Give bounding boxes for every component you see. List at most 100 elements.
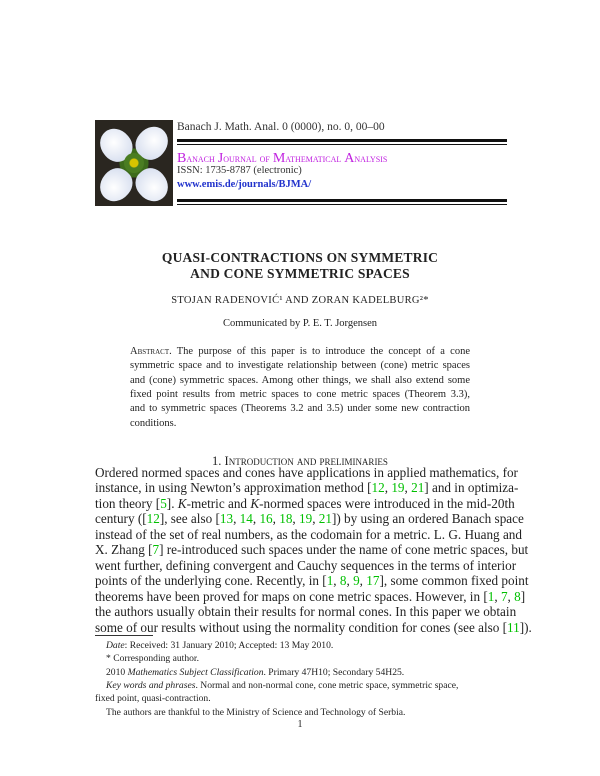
keywords-text: . Normal and non-normal cone, cone metri… bbox=[195, 680, 459, 691]
citation-link[interactable]: 17 bbox=[366, 573, 380, 589]
body-text-segment: , bbox=[359, 573, 367, 589]
body-text-segment: ]) by using an ordered Banach space bbox=[331, 511, 524, 527]
journal-name-part: nalysis bbox=[354, 151, 388, 165]
abstract-text: and to symmetric spaces (Theorems 3.2 an… bbox=[130, 403, 470, 415]
citation-link[interactable]: 9 bbox=[353, 573, 360, 589]
citation-link[interactable]: 1 bbox=[326, 573, 334, 589]
body-text-segment: instance, in using Newton’s approximatio… bbox=[95, 480, 372, 496]
body-text-segment: , bbox=[252, 511, 260, 527]
abstract-text: The purpose of this paper is to introduc… bbox=[171, 346, 470, 357]
body-text-segment: K bbox=[177, 495, 187, 511]
footnote-keywords-cont: fixed point, quasi-contraction. bbox=[95, 693, 211, 704]
header-rule-bottom bbox=[177, 199, 507, 205]
body-text-segment: ] and in optimiza- bbox=[424, 480, 519, 496]
footnote-keywords: Key words and phrases. Normal and non-no… bbox=[95, 679, 505, 692]
journal-citation: Banach J. Math. Anal. 0 (0000), no. 0, 0… bbox=[177, 121, 385, 133]
header-rule-top bbox=[177, 139, 507, 145]
msc-year: 2010 bbox=[106, 667, 128, 678]
citation-link[interactable]: 19 bbox=[391, 480, 405, 496]
citation-link[interactable]: 13 bbox=[219, 511, 234, 527]
citation-link[interactable]: 14 bbox=[239, 511, 253, 527]
paper-title-line-1: QUASI-CONTRACTIONS ON SYMMETRIC bbox=[161, 250, 439, 265]
body-line: points of the underlying cone. Recently,… bbox=[95, 573, 529, 589]
body-text-segment: some of our results without using the no… bbox=[95, 619, 508, 635]
body-text-segment: , bbox=[292, 511, 299, 527]
journal-name-part: J bbox=[217, 151, 224, 166]
body-text-segment: century ([ bbox=[95, 511, 147, 527]
abstract-line: and to symmetric spaces (Theorems 3.2 an… bbox=[130, 402, 470, 416]
journal-name-part: athematical bbox=[285, 151, 345, 165]
body-line: instance, in using Newton’s approximatio… bbox=[95, 480, 518, 496]
abstract-text: symmetric space and to investigate relat… bbox=[130, 360, 470, 372]
body-text-segment: , bbox=[312, 511, 319, 527]
citation-link[interactable]: 16 bbox=[259, 511, 273, 527]
body-line: Ordered normed spaces and cones have app… bbox=[95, 465, 518, 481]
body-line: went further, defining convergent and Ca… bbox=[95, 558, 516, 574]
date-text: : Received: 31 January 2010; Accepted: 1… bbox=[124, 640, 334, 651]
citation-link[interactable]: 21 bbox=[318, 511, 332, 527]
paper-title-line-2: AND CONE SYMMETRIC SPACES bbox=[190, 266, 410, 281]
body-text-segment: went further, defining convergent and Ca… bbox=[95, 557, 517, 573]
body-text-segment: K bbox=[250, 495, 260, 511]
body-text-segment: theorems have been proved for maps on co… bbox=[95, 588, 488, 604]
journal-name-part: ournal of bbox=[223, 151, 273, 165]
body-text-segment: , bbox=[233, 511, 240, 527]
journal-name-part: anach bbox=[186, 151, 218, 165]
body-text-segment: ], some common fixed point bbox=[379, 573, 529, 589]
footnote-msc: 2010 Mathematics Subject Classification.… bbox=[95, 666, 505, 679]
citation-link[interactable]: 12 bbox=[146, 511, 160, 527]
footnote-corresponding: * Corresponding author. bbox=[106, 653, 199, 664]
body-text-segment: Ordered normed spaces and cones have app… bbox=[95, 465, 518, 480]
journal-name-part: M bbox=[272, 151, 286, 166]
citation-link[interactable]: 5 bbox=[160, 495, 167, 511]
journal-url-link[interactable]: www.emis.de/journals/BJMA/ bbox=[177, 179, 312, 190]
body-text-segment: ] bbox=[520, 588, 526, 604]
body-line: tion theory [5]. K-metric and K-normed s… bbox=[95, 495, 515, 512]
abstract-text: fixed point results from metric spaces t… bbox=[130, 388, 470, 400]
body-text-segment: , bbox=[494, 588, 501, 604]
issn: ISSN: 1735-8787 (electronic) bbox=[177, 165, 302, 176]
journal-logo-flower bbox=[95, 120, 173, 206]
communicated-by: Communicated by P. E. T. Jorgensen bbox=[223, 318, 377, 329]
body-text-segment: -metric and bbox=[186, 495, 251, 511]
abstract-line: and (cone) symmetric spaces. Among other… bbox=[130, 374, 470, 388]
citation-link[interactable]: 8 bbox=[514, 588, 521, 604]
footnote-rule bbox=[95, 635, 153, 636]
body-text-segment: -normed spaces were introduced in the mi… bbox=[259, 495, 515, 511]
abstract-text: conditions. bbox=[130, 417, 177, 429]
body-line: instead of the set of real numbers, as t… bbox=[95, 527, 522, 543]
citation-link[interactable]: 11 bbox=[507, 619, 520, 635]
abstract-line: fixed point results from metric spaces t… bbox=[130, 388, 470, 402]
body-text-segment: ]. bbox=[166, 495, 178, 511]
abstract-line: conditions. bbox=[130, 417, 470, 431]
body-text-segment: , bbox=[507, 588, 515, 604]
citation-link[interactable]: 19 bbox=[299, 511, 313, 527]
msc-label: Mathematics Subject Classification bbox=[127, 667, 264, 678]
citation-link[interactable]: 12 bbox=[371, 480, 385, 496]
body-line: some of our results without using the no… bbox=[95, 619, 532, 636]
body-text-segment: , bbox=[384, 480, 392, 496]
abstract-text: and (cone) symmetric spaces. Among other… bbox=[130, 374, 470, 386]
citation-link[interactable]: 7 bbox=[500, 588, 508, 604]
body-text-segment: X. Zhang [ bbox=[95, 542, 153, 558]
citation-link[interactable]: 18 bbox=[279, 511, 293, 527]
body-text-segment: , bbox=[404, 480, 412, 496]
abstract-label: Abstract. bbox=[130, 346, 172, 357]
keywords-label: Key words and phrases bbox=[106, 680, 196, 691]
citation-link[interactable]: 21 bbox=[411, 480, 425, 496]
body-line: X. Zhang [7] re-introduced such spaces u… bbox=[95, 542, 528, 558]
journal-name-part: B bbox=[177, 151, 187, 166]
abstract-line: symmetric space and to investigate relat… bbox=[130, 359, 470, 373]
msc-text: . Primary 47H10; Secondary 54H25. bbox=[263, 667, 405, 678]
body-line: century ([12], see also [13, 14, 16, 18,… bbox=[95, 511, 524, 527]
body-text-segment: instead of the set of real numbers, as t… bbox=[95, 526, 522, 542]
body-line: the authors usually obtain their results… bbox=[95, 604, 516, 620]
footnote-thanks: The authors are thankful to the Ministry… bbox=[106, 707, 406, 718]
body-text-segment: , bbox=[346, 573, 354, 589]
citation-link[interactable]: 8 bbox=[339, 573, 347, 589]
citation-link[interactable]: 1 bbox=[487, 588, 495, 604]
body-text-segment: points of the underlying cone. Recently,… bbox=[95, 573, 327, 589]
footnote-date: Date: Received: 31 January 2010; Accepte… bbox=[95, 639, 505, 652]
citation-link[interactable]: 7 bbox=[152, 542, 160, 558]
abstract-line: Abstract. The purpose of this paper is t… bbox=[130, 345, 470, 359]
